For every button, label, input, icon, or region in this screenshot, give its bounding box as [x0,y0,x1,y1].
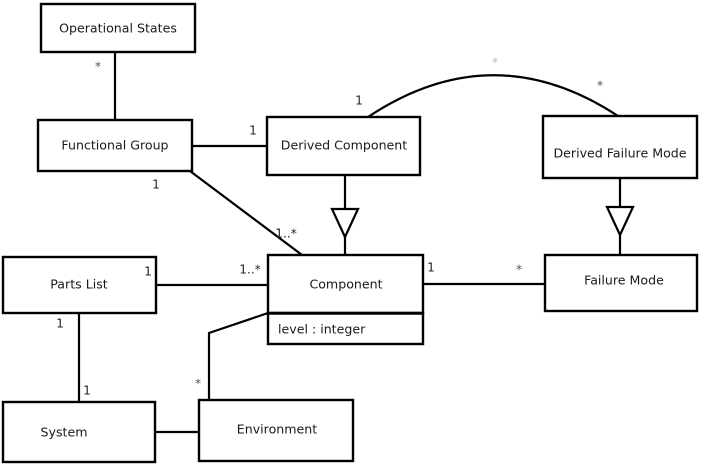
class-name-label: Operational States [59,21,177,36]
generalization-derived-failure-mode-to-failure-mode [605,176,635,257]
generalization-triangle-icon [605,205,635,238]
class-box-rect [1,255,158,315]
multiplicity-label-component-left: 1..* [239,263,261,277]
class-box-rect [543,253,699,313]
class-name-label: Component [309,277,382,292]
multiplicity-label-functional-group-bottom: 1 [152,178,160,192]
class-attribute-label: level : integer [278,322,366,337]
multiplicity-labels: * 1 1 1..* 1 * * 1 1..* 1 1 1 * * [56,56,603,398]
multiplicity-label-component-upper: 1..* [275,227,297,241]
association-lines [77,50,619,434]
class-box-parts-list[interactable]: Parts List [1,255,158,315]
multiplicity-label-failure-mode-left: * [516,263,522,277]
multiplicity-label-arc-right: * [597,79,603,93]
multiplicity-label-environment-top: * [195,377,201,391]
class-box-rect [197,398,355,463]
multiplicity-label-system-top: 1 [83,384,91,398]
class-box-operational-states[interactable]: Operational States [39,2,197,54]
multiplicity-label-parts-list-right: 1 [144,265,152,279]
class-name-label: Functional Group [61,138,168,153]
class-box-rect [541,114,699,180]
class-box-rect [36,118,194,173]
multiplicity-label-derived-component-left: 1 [249,124,257,138]
class-name-label: Environment [237,422,317,437]
class-box-functional-group[interactable]: Functional Group [36,118,194,173]
class-box-rect [266,253,425,315]
class-box-rect [1,400,157,464]
class-box-derived-component[interactable]: Derived Component [265,115,422,177]
class-box-rect [265,115,422,177]
class-box-system[interactable]: System [1,400,157,464]
class-box-derived-failure-mode[interactable]: Derived Failure Mode [541,114,699,180]
class-box-environment[interactable]: Environment [197,398,355,463]
assoc-arc-derived-component-derived-failure-mode[interactable] [367,74,619,118]
class-box-component[interactable]: Component level : integer [266,253,425,346]
multiplicity-label-parts-list-bottom: 1 [56,317,64,331]
generalization-triangle-icon [330,207,360,240]
class-box-failure-mode[interactable]: Failure Mode [543,253,699,313]
multiplicity-label-arc-left: 1 [355,94,363,108]
class-name-label: Derived Failure Mode [553,146,686,161]
class-name-label: Parts List [50,277,108,292]
class-box-rect [39,2,197,54]
assoc-functional-group-component[interactable] [188,169,304,257]
generalization-derived-component-to-component [330,173,360,257]
multiplicity-label-component-right: 1 [427,261,435,275]
class-name-label: Failure Mode [584,273,664,288]
multiplicity-label-arc-apex: * [492,56,498,70]
class-name-label: Derived Component [281,138,407,153]
class-name-label: System [41,425,88,440]
assoc-component-environment[interactable] [207,311,270,402]
multiplicity-label-operational-states: * [95,60,101,74]
